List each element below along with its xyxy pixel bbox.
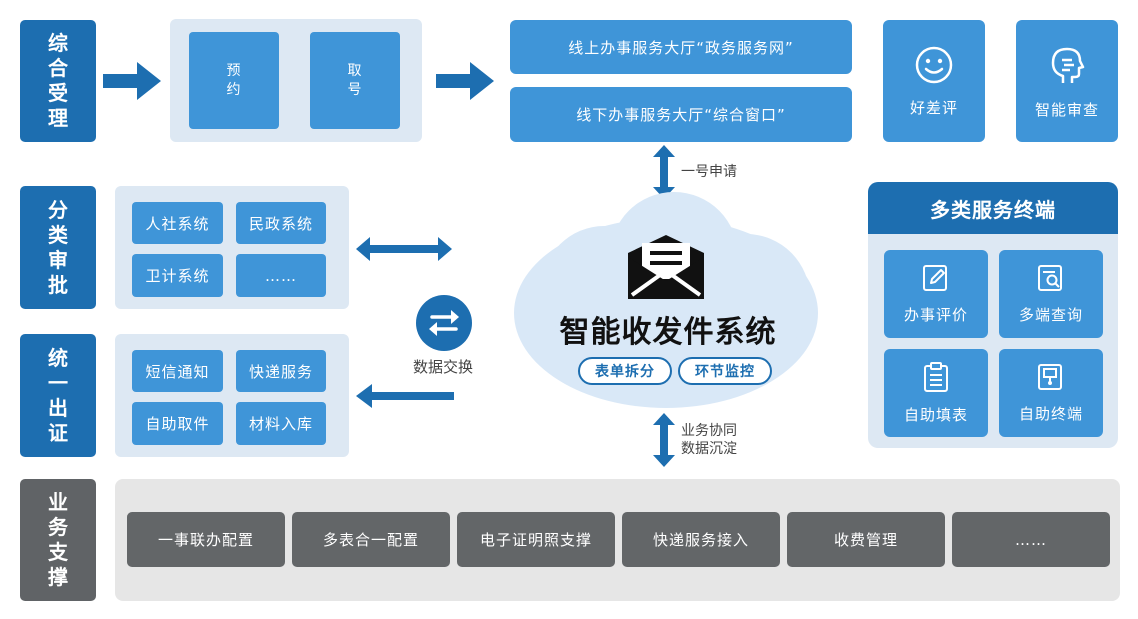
terminal-tile[interactable]: 多端查询: [999, 250, 1103, 338]
terminal-tile[interactable]: 自助填表: [884, 349, 988, 437]
form-split-tag[interactable]: 表单拆分: [578, 357, 672, 385]
terminal-label: 自助填表: [903, 405, 968, 424]
apply-label: 一号申请: [681, 164, 737, 180]
pen-icon: [923, 264, 947, 291]
exchange-icon: [429, 310, 459, 336]
vertical-double-arrow-icon: [653, 413, 675, 467]
right-arrow-icon: [436, 62, 494, 100]
clipboard-icon: [924, 361, 948, 392]
right-arrow-icon: [103, 62, 161, 100]
offline-hall-button[interactable]: 线下办事服务大厅“综合窗口”: [510, 87, 852, 142]
support-item[interactable]: 一事联办配置: [127, 512, 285, 567]
process-monitor-tag[interactable]: 环节监控: [678, 357, 772, 385]
approval-system-item[interactable]: 人社系统: [132, 202, 223, 244]
vertical-double-arrow-icon: [653, 145, 675, 199]
certificate-item[interactable]: 自助取件: [132, 402, 223, 445]
collab-label-line2: 数据沉淀: [681, 441, 737, 458]
online-hall-button[interactable]: 线上办事服务大厅“政务服务网”: [510, 20, 852, 74]
rating-tile[interactable]: 好差评: [883, 20, 985, 142]
approval-system-item[interactable]: 卫计系统: [132, 254, 223, 297]
row-label-intake: 综合受理: [20, 20, 96, 142]
left-arrow-icon: [356, 384, 454, 408]
smiley-icon: [915, 46, 953, 83]
search-doc-icon: [1038, 264, 1062, 291]
certificate-item[interactable]: 短信通知: [132, 350, 223, 392]
cloud-shape: [514, 192, 818, 408]
support-item[interactable]: 电子证明照支撑: [457, 512, 615, 567]
kiosk-icon: [1038, 363, 1062, 390]
smart-review-tile[interactable]: 智能审查: [1016, 20, 1118, 142]
terminals-title: 多类服务终端: [868, 182, 1118, 234]
appointment-button[interactable]: 预约: [189, 32, 279, 129]
rating-label: 好差评: [909, 98, 958, 117]
support-item[interactable]: 快递服务接入: [622, 512, 780, 567]
support-item[interactable]: ……: [952, 512, 1110, 567]
approval-system-item[interactable]: ……: [236, 254, 326, 297]
collab-label: 业务协同 数据沉淀: [681, 422, 737, 458]
exchange-label: 数据交换: [413, 358, 474, 376]
support-item[interactable]: 多表合一配置: [292, 512, 450, 567]
terminal-tile[interactable]: 办事评价: [884, 250, 988, 338]
terminal-label: 自助终端: [1018, 404, 1083, 423]
approval-system-item[interactable]: 民政系统: [236, 202, 326, 244]
row-label-approval: 分类审批: [20, 186, 96, 309]
horizontal-double-arrow-icon: [356, 237, 452, 261]
hub-title: 智能收发件系统: [559, 315, 777, 350]
terminal-label: 多端查询: [1018, 305, 1083, 324]
row-label-certificate: 统一出证: [20, 334, 96, 457]
certificate-item[interactable]: 材料入库: [236, 402, 326, 445]
terminal-label: 办事评价: [903, 305, 968, 324]
row-label-support: 业务支撑: [20, 479, 96, 601]
support-item[interactable]: 收费管理: [787, 512, 945, 567]
smart-review-label: 智能审查: [1034, 100, 1099, 119]
exchange-button[interactable]: [416, 295, 472, 351]
speaking-head-icon: [1051, 47, 1085, 83]
terminal-tile[interactable]: 自助终端: [999, 349, 1103, 437]
collab-label-line1: 业务协同: [681, 423, 737, 439]
envelope-icon: [628, 235, 704, 299]
ticket-button[interactable]: 取号: [310, 32, 400, 129]
certificate-item[interactable]: 快递服务: [236, 350, 326, 392]
